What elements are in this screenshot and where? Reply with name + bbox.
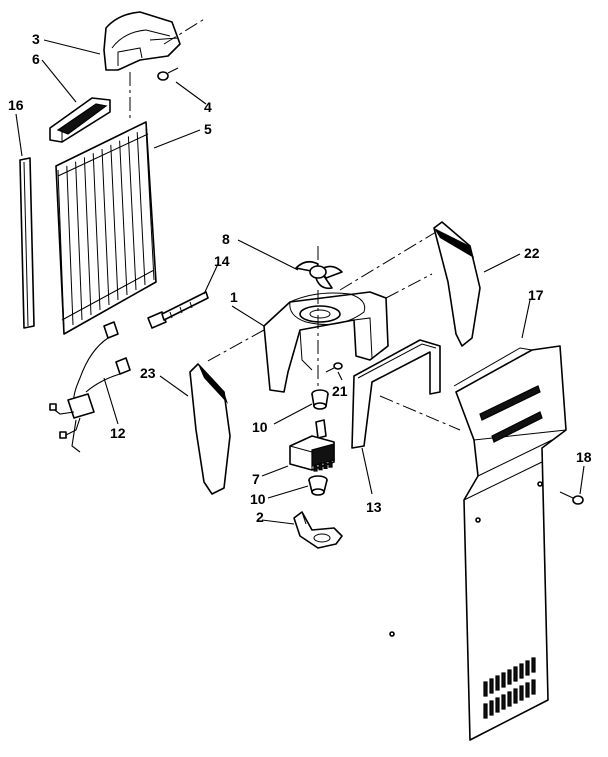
callout-5: 5 [204,121,212,137]
fan-motor [289,419,335,472]
evaporator-coil [55,121,157,335]
callout-23: 23 [140,365,156,381]
callout-17: 17 [528,287,544,303]
callout-14: 14 [214,253,230,269]
rear-cover-panel [389,345,567,741]
callout-21: 21 [332,383,348,399]
shroud-screw [325,362,343,373]
side-baffle-right [339,221,481,347]
upper-grommet [311,389,329,410]
fan-shroud [205,290,389,393]
lower-grommet [308,475,328,496]
callout-13: 13 [366,499,382,515]
callout-7: 7 [252,471,260,487]
side-baffle-left [189,363,231,495]
callout-16: 16 [8,97,24,113]
callout-10-upper: 10 [252,419,268,435]
heater-probe [147,291,209,329]
callout-6: 6 [32,51,40,67]
callout-8: 8 [222,231,230,247]
callout-labels: 3 6 4 16 5 8 14 22 17 1 23 21 10 12 13 7… [8,31,592,525]
damper-housing [49,97,111,143]
callout-10-lower: 10 [250,491,266,507]
screw-top [157,67,179,81]
leader-lines [15,39,585,525]
callout-18: 18 [576,449,592,465]
wire-harness [49,321,131,453]
side-strip [19,157,35,329]
callout-4: 4 [204,99,212,115]
motor-bracket [293,511,343,549]
top-duct [103,11,207,118]
panel-screw [559,491,584,505]
callout-22: 22 [524,245,540,261]
callout-1: 1 [230,289,238,305]
callout-12: 12 [110,425,126,441]
fan-blade [295,246,343,290]
callout-3: 3 [32,31,40,47]
channel-seal [351,273,461,449]
callout-2: 2 [256,509,264,525]
